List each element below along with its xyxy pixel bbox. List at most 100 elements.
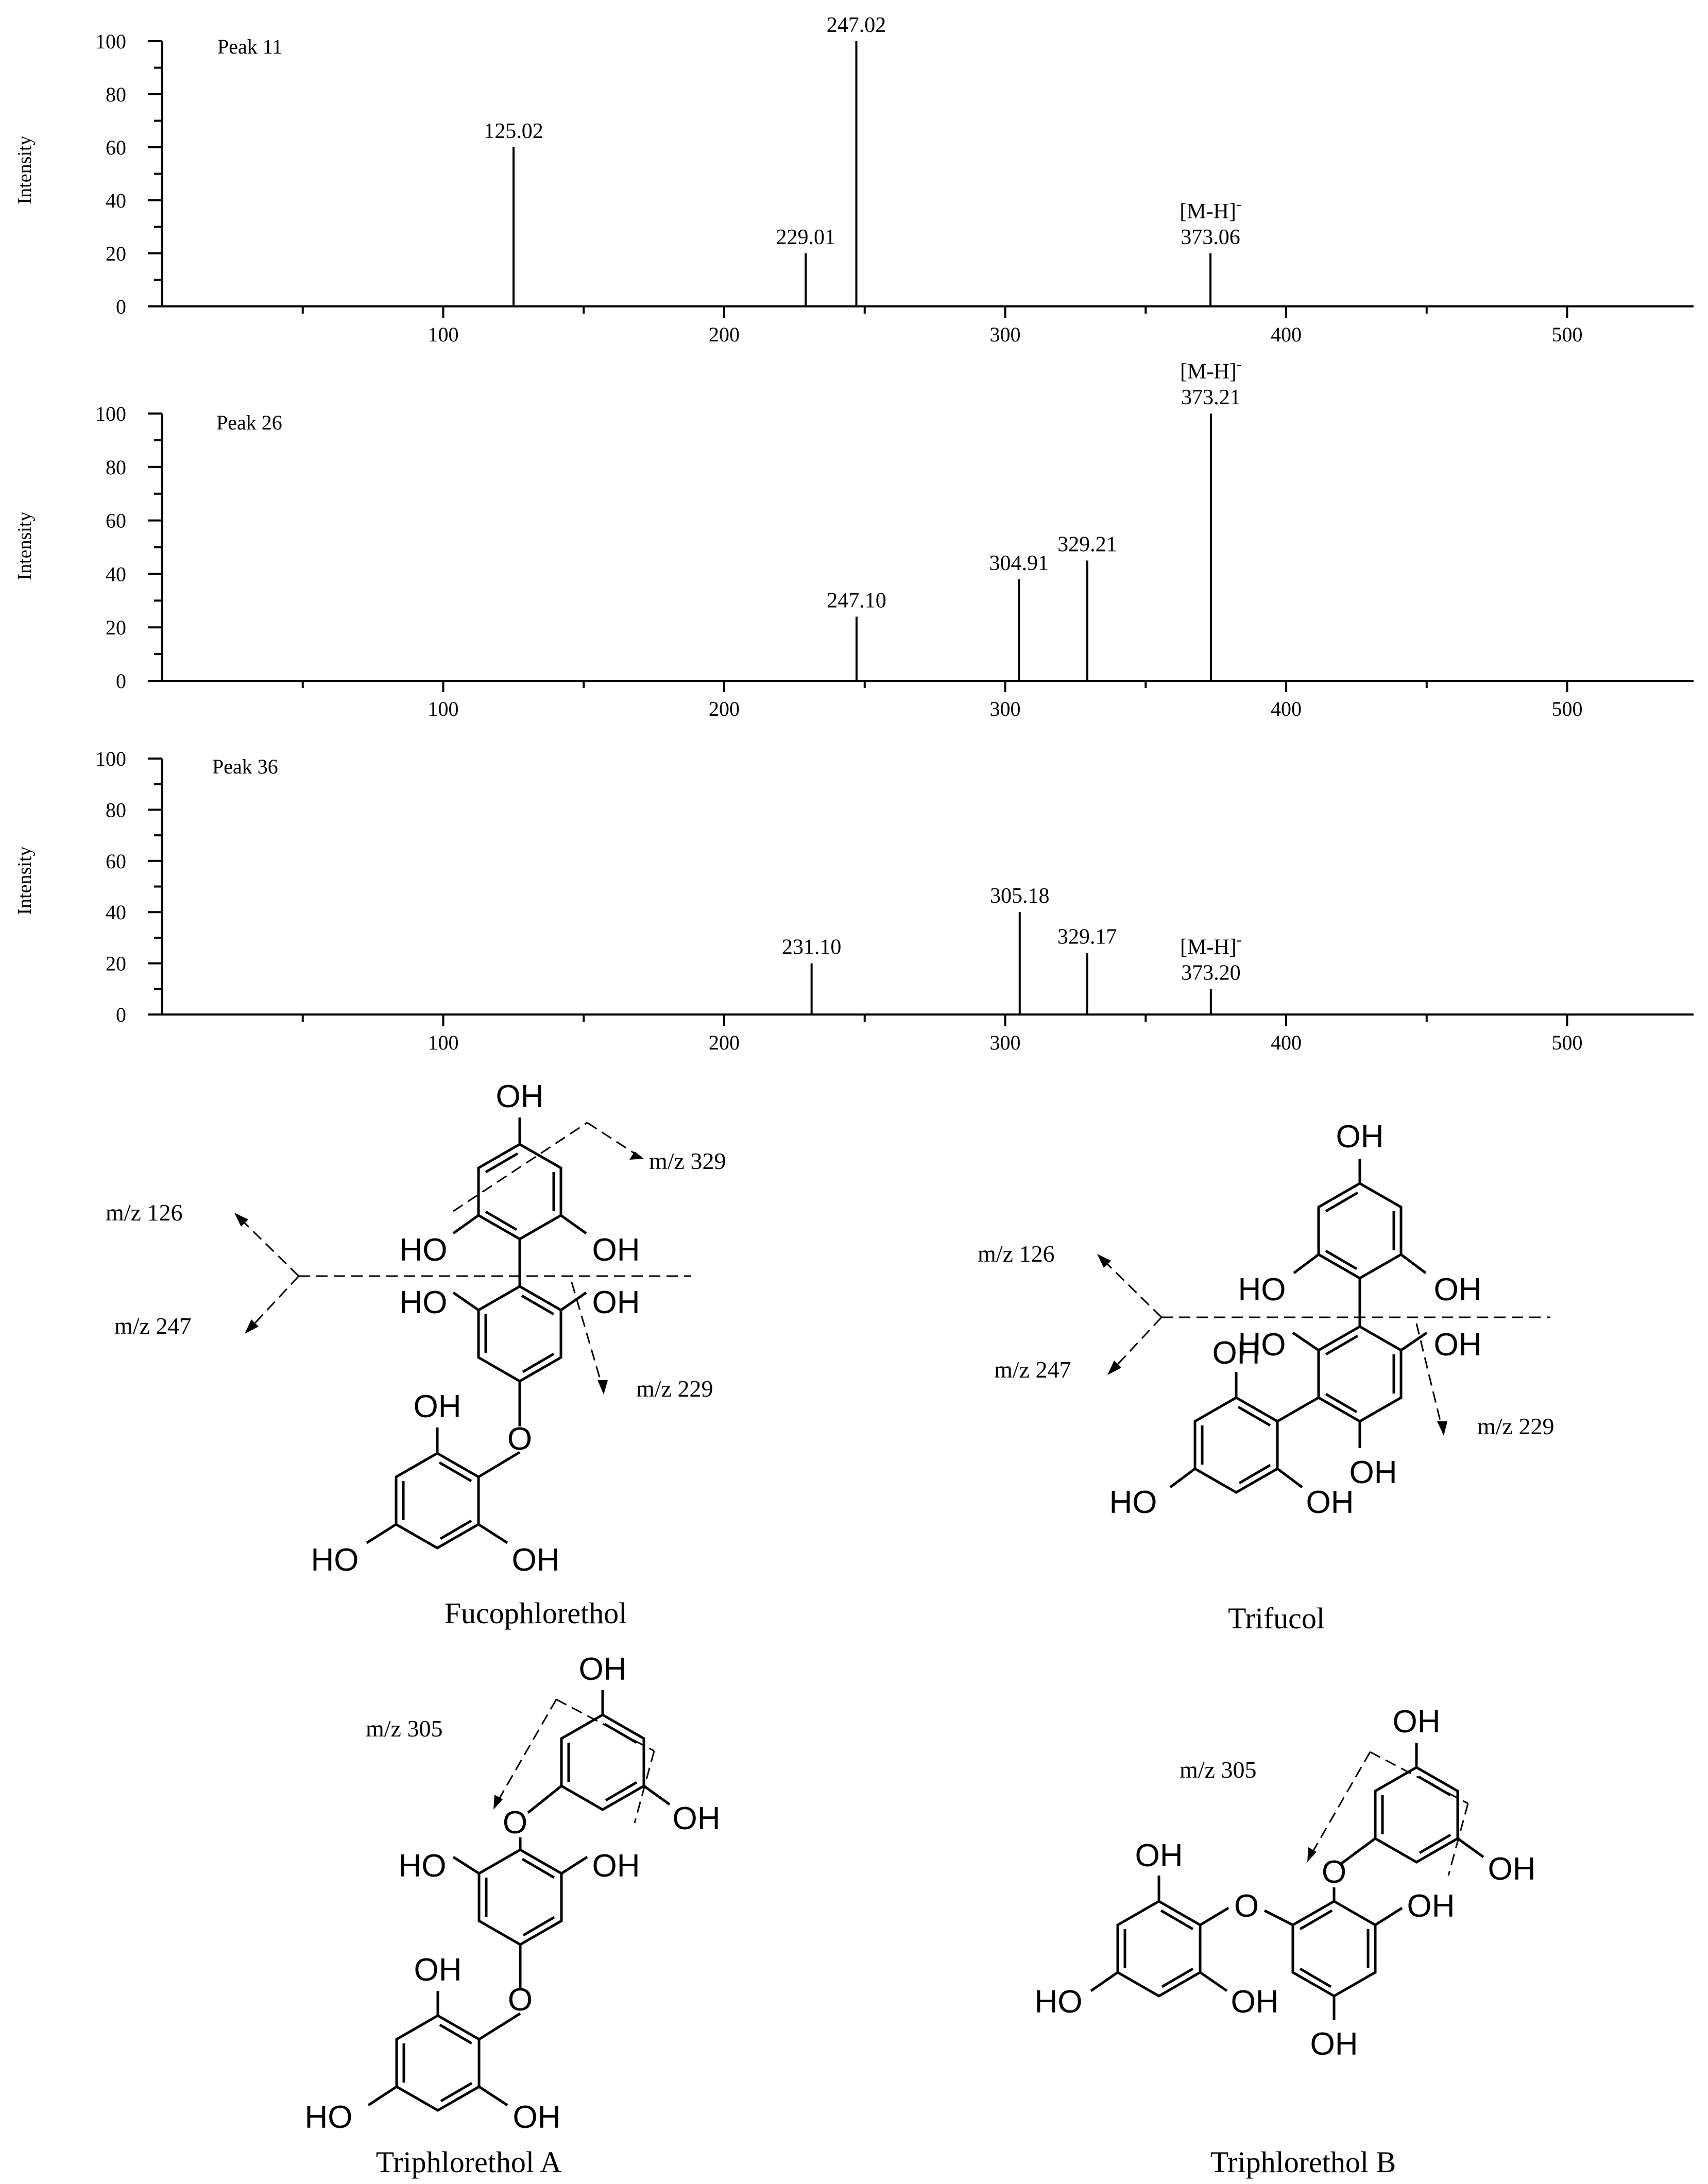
group-label: O [1234, 1888, 1259, 1924]
ring-top [1374, 1766, 1459, 1864]
bond [452, 1214, 480, 1235]
ring-top [560, 1713, 645, 1811]
ion-label: [M-H]- [1180, 356, 1242, 384]
group-label: OH [1488, 1851, 1536, 1887]
bond [1263, 1909, 1294, 1927]
bond [527, 1785, 562, 1814]
y-tick-label: 20 [106, 242, 126, 265]
ring-top [477, 1143, 562, 1241]
peak-mz-label: 329.21 [1057, 532, 1117, 556]
arrowheads [234, 1151, 644, 1395]
bond [367, 2085, 398, 2107]
ion-label: [M-H]- [1180, 931, 1242, 959]
bond [1374, 1906, 1403, 1927]
x-tick-label: 100 [428, 1031, 459, 1054]
y-tick-label: 60 [106, 509, 126, 532]
group-label: OH [1407, 1888, 1455, 1924]
y-tick-label: 80 [106, 798, 126, 821]
peak-mz-label: 125.02 [484, 119, 543, 143]
group-label: HO [399, 1848, 447, 1884]
bond [1457, 1837, 1484, 1859]
group-label: OH [1310, 2026, 1358, 2062]
ion-charge: - [1237, 931, 1242, 948]
x-tick-label: 300 [990, 697, 1021, 720]
group-label: O [503, 1805, 527, 1841]
bond [560, 1855, 588, 1875]
y-tick-label: 0 [116, 295, 126, 318]
x-tick-label: 100 [428, 697, 459, 720]
group-label: OH [1135, 1838, 1183, 1873]
fragment-lines [238, 1122, 691, 1388]
bond [1400, 1331, 1428, 1352]
peak-mz-label: 229.01 [776, 226, 836, 249]
y-tick-label: 20 [106, 952, 126, 975]
group-label: OH [1212, 1335, 1260, 1371]
bond [643, 1784, 671, 1806]
bond [477, 1451, 521, 1478]
peak-mz-label: 231.10 [782, 936, 842, 959]
ring-middle [477, 1285, 562, 1383]
ring-bottom [395, 2014, 481, 2112]
arrowheads [1307, 1847, 1317, 1862]
group-label: OH [673, 1801, 721, 1836]
peak-mz-label: 304.91 [989, 552, 1049, 575]
x-tick-label: 400 [1271, 1031, 1302, 1054]
group-label: HO [1238, 1272, 1286, 1308]
group-label: OH [1306, 1485, 1354, 1520]
ion-charge: - [1236, 196, 1241, 213]
fragment-label: m/z 126 [978, 1241, 1054, 1267]
group-label: OH [592, 1285, 640, 1320]
fragment-lines [1101, 1258, 1550, 1430]
peak-title: Peak 36 [212, 755, 278, 778]
bond [478, 2012, 521, 2041]
group-label: OH [592, 1848, 640, 1884]
peak-title: Peak 11 [217, 35, 282, 58]
y-tick-label: 80 [106, 456, 126, 479]
fragment-lines [496, 1698, 655, 1824]
group-label: O [507, 1421, 532, 1457]
x-tick-label: 200 [709, 1031, 740, 1054]
y-tick-label: 0 [116, 669, 126, 693]
fragment-label: m/z 329 [649, 1148, 726, 1174]
fragment-label: m/z 126 [106, 1199, 182, 1226]
peak-mz-label: 247.02 [827, 13, 886, 37]
y-tick-label: 20 [106, 616, 126, 639]
peak-mz-label: 305.18 [990, 884, 1050, 908]
compound-name: Trifucol [1228, 1602, 1325, 1635]
structure-triphlorethol-a [367, 1690, 671, 2112]
compound-name: Fucophlorethol [445, 1596, 627, 1630]
x-tick-label: 500 [1552, 1031, 1583, 1054]
group-label: OH [512, 1542, 560, 1578]
group-label: O [1322, 1854, 1346, 1890]
group-label: OH [1336, 1119, 1384, 1155]
bond [366, 1523, 397, 1544]
ring-top [1317, 1182, 1403, 1280]
bond [1293, 1253, 1320, 1274]
x-tick-label: 200 [709, 697, 740, 720]
bond [1400, 1253, 1427, 1274]
x-tick-label: 300 [990, 323, 1021, 346]
y-tick-label: 60 [106, 136, 126, 159]
y-axis-label: Intensity [14, 847, 36, 915]
bond [1292, 1331, 1320, 1352]
y-tick-label: 80 [106, 83, 126, 106]
ring-right [1291, 1900, 1377, 1998]
y-tick-label: 40 [106, 189, 126, 212]
group-label: HO [305, 2100, 353, 2135]
x-tick-label: 100 [428, 323, 459, 346]
group-label: O [508, 1982, 533, 2018]
y-axis-label: Intensity [14, 512, 36, 580]
ring-middle [477, 1848, 563, 1946]
structure-triphlorethol-b-labels: OH OH O OH O OH HO OH OH m/z 305 Triphlo… [1035, 1704, 1536, 2179]
bond [478, 2085, 508, 2107]
bond [1341, 1837, 1376, 1865]
structure-trifucol [1097, 1159, 1550, 1494]
fragment-label: m/z 247 [114, 1313, 191, 1339]
group-label: OH [513, 2100, 561, 2135]
